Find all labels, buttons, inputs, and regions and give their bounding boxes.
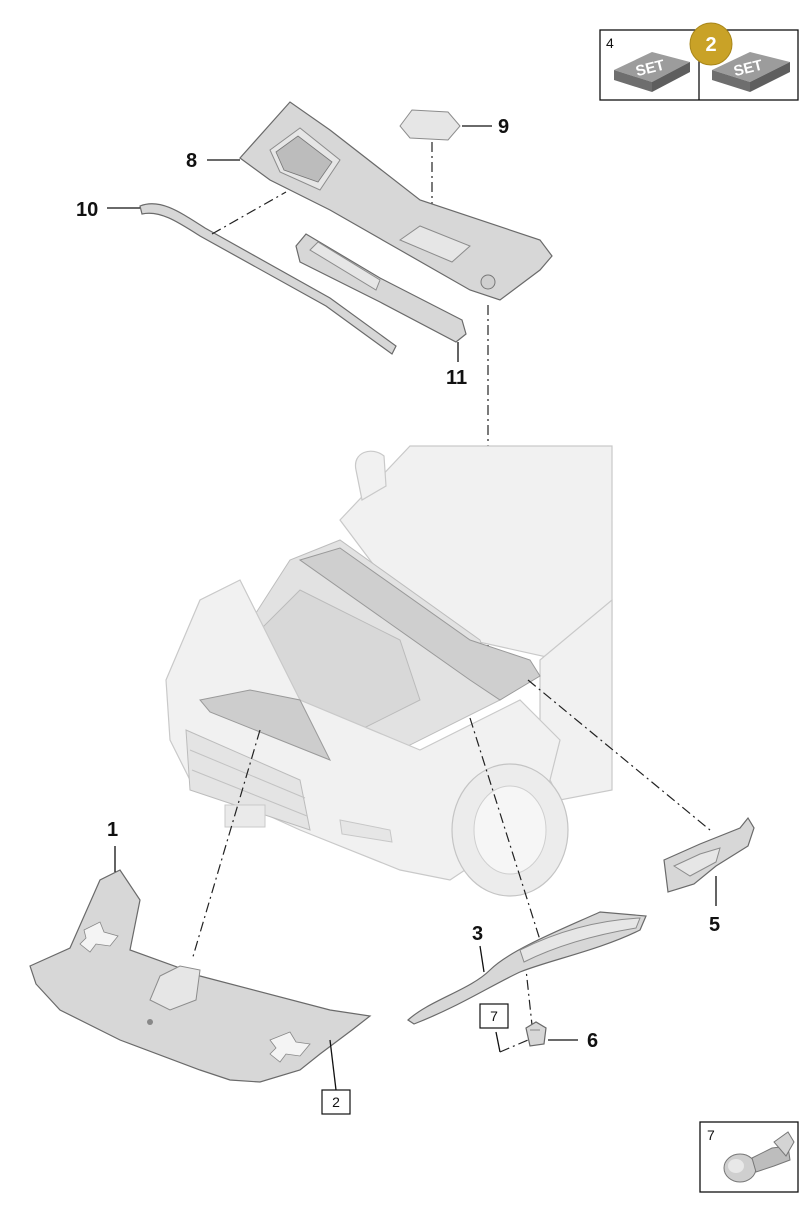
part-1-air-guide <box>29 869 372 1083</box>
part-3-side-trim <box>407 911 647 1025</box>
callout-6: 6 <box>587 1030 598 1052</box>
part-10-seal-strip <box>139 203 397 355</box>
clip-detail-label: 7 <box>707 1127 715 1143</box>
part-9-cap <box>399 109 461 141</box>
set-tile-left-text: SET <box>634 57 666 81</box>
callout-9: 9 <box>498 116 509 138</box>
ref-box-2-label: 2 <box>332 1094 340 1110</box>
set-badge-label: 2 <box>705 34 716 56</box>
set-box: 4 SET SET 2 <box>599 22 799 101</box>
clip-detail-box: 7 <box>699 1121 799 1193</box>
callout-11: 11 <box>446 367 467 389</box>
ref-box-7: 7 <box>479 1003 509 1029</box>
callout-10: 10 <box>76 199 98 221</box>
part-11-bracket-strip <box>295 233 467 343</box>
callout-8: 8 <box>186 150 197 172</box>
part-5-bracket <box>663 816 755 893</box>
set-badge: 2 <box>689 22 733 66</box>
car-illustration <box>165 445 613 897</box>
part-6-clip <box>525 1021 547 1047</box>
ref-box-7-label: 7 <box>490 1008 498 1024</box>
set-box-left-label: 4 <box>606 35 614 51</box>
part-8-cowl-panel <box>239 101 553 301</box>
callout-1: 1 <box>107 819 118 841</box>
set-tile-right: SET <box>712 52 790 92</box>
ref-box-2: 2 <box>321 1089 351 1115</box>
set-tile-right-text: SET <box>732 57 764 81</box>
callout-3: 3 <box>472 923 483 945</box>
push-clip-icon <box>723 1131 795 1183</box>
callout-5: 5 <box>709 914 720 936</box>
set-tile-left: SET <box>614 52 690 92</box>
